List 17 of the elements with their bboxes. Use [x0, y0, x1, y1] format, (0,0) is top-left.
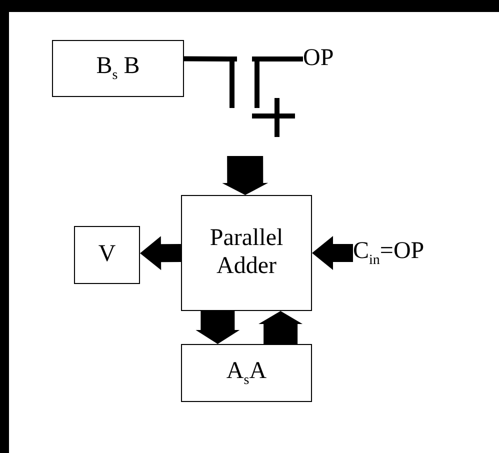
signal-label: C$_{in}$=OP [353, 238, 424, 268]
register-box [181, 344, 312, 402]
wire [296, 56, 303, 62]
wire [184, 56, 229, 62]
block-arrow [222, 156, 268, 195]
block-arrow [258, 311, 303, 344]
box-label: V [98, 241, 116, 269]
block-arrow [312, 236, 353, 270]
block-arrow [140, 236, 182, 270]
block-arrow [196, 311, 240, 344]
box-label: A$_{s}$A [226, 358, 267, 388]
flag-box [74, 226, 140, 284]
register-box [52, 40, 184, 97]
signal-label: OP [303, 45, 334, 73]
box-label: B$_{s}$ B [96, 53, 140, 84]
adder-box [181, 195, 312, 311]
box-label: Parallel Adder [208, 225, 284, 281]
